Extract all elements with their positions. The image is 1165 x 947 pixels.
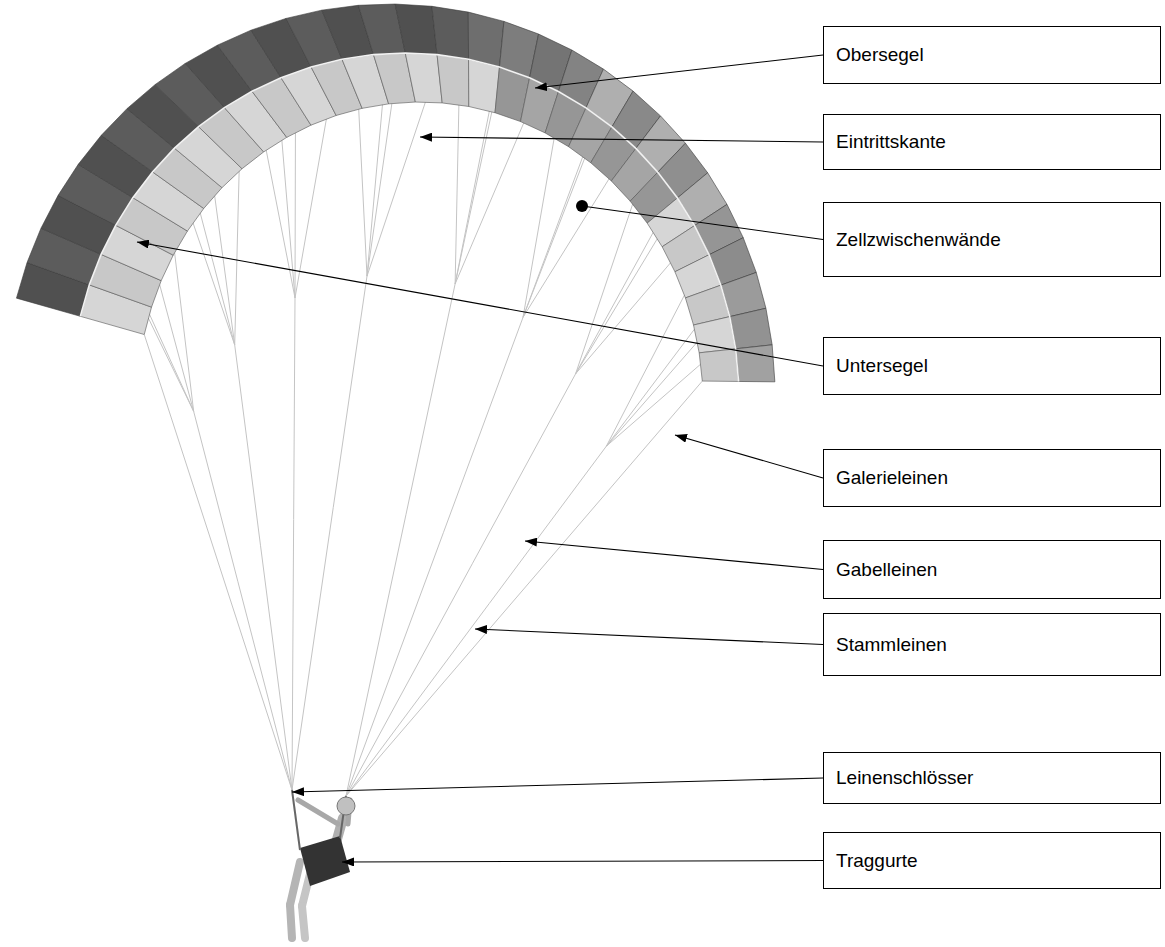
suspension-line — [346, 604, 489, 796]
leader-arrow — [525, 541, 823, 570]
suspension-line — [235, 171, 239, 345]
canopy — [16, 4, 774, 382]
suspension-line — [333, 276, 367, 507]
label-box: Eintrittskante — [823, 114, 1161, 170]
suspension-line — [606, 364, 700, 446]
suspension-line — [455, 123, 524, 284]
suspension-line — [523, 179, 609, 318]
leader-arrow — [137, 242, 823, 366]
suspension-line — [523, 139, 592, 317]
leader-arrow — [535, 55, 823, 88]
line-set — [130, 80, 711, 796]
suspension-line — [292, 519, 294, 790]
suspension-line — [260, 545, 292, 790]
pilot-leg — [302, 906, 305, 938]
suspension-line — [175, 253, 194, 412]
label-box: Traggurte — [823, 832, 1161, 889]
lower-surface-cell — [694, 317, 736, 353]
upper-surface-cell — [432, 6, 469, 59]
label-box: Leinenschlösser — [823, 752, 1161, 804]
suspension-line — [235, 345, 261, 545]
suspension-line — [346, 533, 443, 796]
label-box: Stammleinen — [823, 613, 1161, 676]
leader-arrow — [342, 861, 823, 863]
suspension-line — [367, 102, 425, 276]
suspension-line — [489, 446, 606, 603]
pilot-head — [337, 797, 355, 815]
suspension-line — [472, 374, 575, 564]
suspension-line — [144, 335, 292, 790]
suspension-line — [346, 514, 406, 796]
part-name: Leinenschlösser — [836, 767, 973, 789]
suspension-line — [346, 564, 472, 796]
harness-seat — [300, 836, 350, 886]
pilot-figure — [290, 790, 355, 938]
suspension-line — [367, 103, 392, 276]
lower-surface-cell — [469, 59, 500, 112]
suspension-line — [238, 582, 292, 790]
pilot-arm — [298, 800, 338, 824]
leader-arrow — [475, 629, 823, 645]
label-box: Gabelleinen — [823, 540, 1161, 599]
suspension-line — [606, 329, 694, 446]
suspension-line — [295, 133, 296, 298]
label-box: Untersegel — [823, 337, 1161, 395]
suspension-line — [576, 221, 668, 374]
upper-surface-cell — [736, 345, 775, 382]
label-box: Obersegel — [823, 26, 1161, 84]
part-name: Gabelleinen — [836, 559, 937, 581]
suspension-line — [294, 298, 295, 519]
leader-dot — [576, 200, 588, 212]
suspension-line — [359, 109, 367, 276]
leader-arrow — [582, 206, 823, 240]
suspension-line — [193, 223, 235, 345]
upper-surface-cell — [395, 4, 437, 55]
leader-set — [137, 55, 823, 862]
riser — [292, 790, 300, 850]
suspension-line — [576, 232, 654, 374]
pilot-leg — [290, 905, 292, 938]
upper-surface-cell — [730, 308, 772, 349]
suspension-line — [455, 90, 493, 284]
suspension-line — [346, 381, 702, 796]
part-name: Obersegel — [836, 44, 924, 66]
suspension-line — [215, 196, 235, 345]
part-name: Eintrittskante — [836, 131, 946, 153]
leading-edge-line — [80, 53, 738, 381]
part-name: Zellzwischenwände — [836, 229, 1001, 251]
part-name: Galerieleinen — [836, 467, 948, 489]
leader-arrow — [292, 778, 823, 792]
label-box: Zellzwischenwände — [823, 202, 1161, 277]
part-name: Stammleinen — [836, 634, 947, 656]
leader-arrow — [420, 137, 823, 142]
part-name: Untersegel — [836, 355, 928, 377]
suspension-line — [367, 80, 385, 276]
suspension-line — [406, 284, 455, 514]
part-name: Traggurte — [836, 850, 918, 872]
label-box: Galerieleinen — [823, 449, 1161, 507]
suspension-line — [292, 507, 333, 790]
suspension-line — [576, 263, 671, 374]
suspension-line — [455, 105, 459, 284]
suspension-line — [266, 150, 295, 298]
suspension-line — [443, 317, 523, 532]
pilot-leg — [290, 862, 300, 905]
leader-arrow — [675, 435, 823, 478]
suspension-line — [576, 204, 633, 374]
lower-surface-cell — [405, 53, 442, 103]
suspension-line — [523, 138, 554, 317]
upper-surface-cell — [468, 12, 504, 67]
lower-surface-cell — [437, 55, 469, 107]
lower-surface-cell — [699, 349, 738, 382]
